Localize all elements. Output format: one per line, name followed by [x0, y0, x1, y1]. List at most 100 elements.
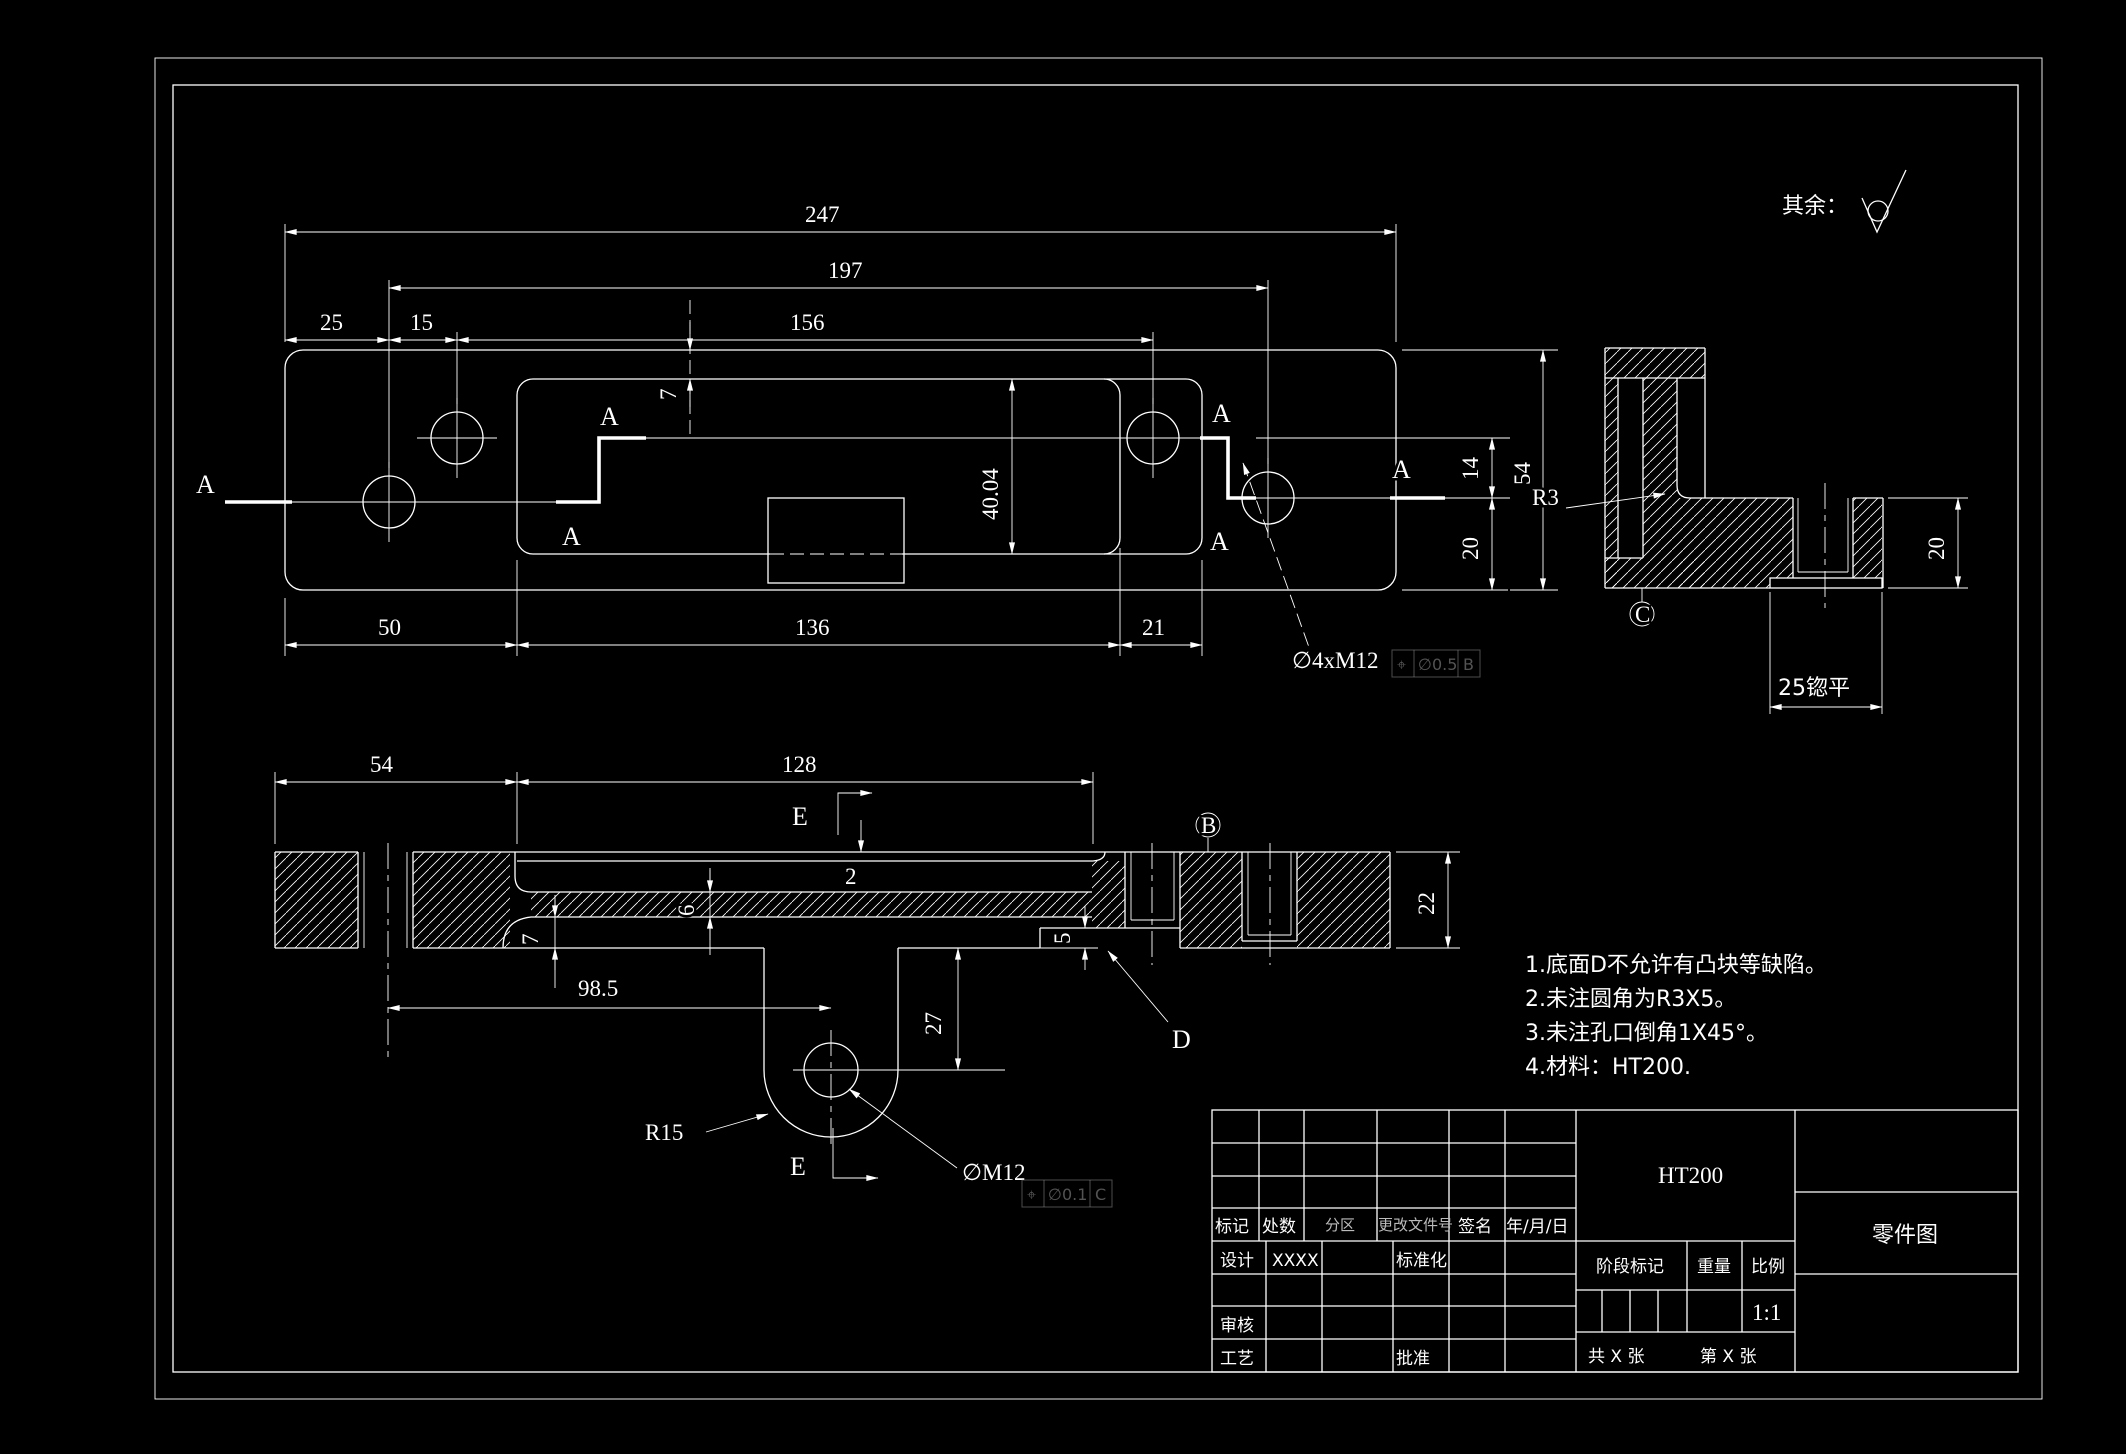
tb-stage-mark: 阶段标记	[1596, 1257, 1664, 1277]
note-2: 2.未注圆角为R3X5。	[1525, 987, 1736, 1012]
surface-finish-label: 其余：	[1782, 194, 1848, 219]
tb-scale-value: 1:1	[1752, 1300, 1781, 1325]
dim-136: 136	[795, 615, 830, 640]
lug-hole-m12	[803, 1042, 859, 1098]
tb-designer: XXXX	[1272, 1251, 1319, 1271]
dim-128: 128	[782, 752, 817, 777]
section-label-a3: A	[562, 522, 581, 551]
tb-mark: 标记	[1215, 1217, 1249, 1237]
label-d: D	[1172, 1025, 1191, 1054]
tolerance-frame-c: ⌖ ∅0.1 C	[1021, 1179, 1113, 1208]
detail-outline	[1604, 347, 1884, 589]
tol-val-b: ∅0.5	[1418, 655, 1457, 674]
dim-7-top: 7	[656, 389, 681, 401]
section-label-a6: A	[1392, 455, 1411, 484]
dim-54-sec: 54	[370, 752, 394, 777]
note-4: 4.材料：HT200.	[1525, 1055, 1691, 1080]
view-e-upper: E	[792, 802, 808, 831]
dim-15: 15	[410, 310, 433, 335]
tb-standardize: 标准化	[1396, 1251, 1447, 1271]
tb-doc-type: 零件图	[1872, 1223, 1938, 1248]
spotface-label: 25锪平	[1778, 676, 1850, 701]
hole-centerlines	[388, 398, 1269, 542]
dim-27: 27	[921, 1012, 946, 1035]
title-block: 标记 处数 分区 更改文件号 签名 年/月/日 设计 XXXX 标准化 审核 工…	[1211, 1109, 2019, 1373]
tol-ref-c: C	[1095, 1185, 1106, 1204]
note-1: 1.底面D不允许有凸块等缺陷。	[1525, 953, 1827, 978]
lug-plan-outline	[767, 497, 905, 584]
detail-hatch	[1605, 348, 1882, 588]
pocket-outline	[516, 378, 1203, 555]
dim-14: 14	[1458, 457, 1483, 481]
section-label-a5: A	[1210, 527, 1229, 556]
tolerance-frame-b: ⌖ ∅0.5 B	[1391, 649, 1481, 678]
section-dimensions: 54 128 E 2 6 7 98.5 27	[274, 750, 1460, 1208]
dim-7-sec: 7	[518, 934, 543, 946]
tb-count: 处数	[1262, 1217, 1296, 1237]
tb-process: 工艺	[1220, 1349, 1254, 1369]
dim-22: 22	[1414, 892, 1439, 915]
section-label-a4: A	[1212, 399, 1231, 428]
section-thread-lines	[363, 852, 1292, 948]
datum-c: C	[1629, 588, 1655, 630]
dim-25: 25	[320, 310, 343, 335]
m12-callout: ∅M12	[962, 1160, 1026, 1185]
dim-21: 21	[1142, 615, 1165, 640]
top-dimensions: 247 197 156 25 15 7 40.04 50 136 21	[284, 200, 1558, 678]
tol-sym-b: ⌖	[1397, 655, 1406, 674]
section-label-a2: A	[600, 402, 619, 431]
tb-weight: 重量	[1697, 1257, 1731, 1277]
dim-98-5: 98.5	[578, 976, 618, 1001]
tb-audit: 审核	[1220, 1316, 1254, 1336]
tb-design: 设计	[1220, 1251, 1254, 1271]
part-body-outline	[284, 349, 1397, 591]
dim-50: 50	[378, 615, 401, 640]
dim-197: 197	[828, 258, 863, 283]
tol-val-c: ∅0.1	[1048, 1185, 1087, 1204]
tol-ref-b: B	[1463, 655, 1474, 674]
tb-date: 年/月/日	[1506, 1217, 1568, 1237]
section-outline	[274, 851, 1391, 1138]
label-r15: R15	[645, 1120, 683, 1145]
sheet-border	[154, 57, 2043, 1400]
surface-finish-icon	[1861, 169, 1907, 234]
technical-notes: 1.底面D不允许有凸块等缺陷。 2.未注圆角为R3X5。 3.未注孔口倒角1X4…	[1525, 953, 1827, 1080]
tb-scale-label: 比例	[1751, 1257, 1785, 1277]
dim-20-detail: 20	[1924, 537, 1949, 560]
tb-sign: 签名	[1458, 1217, 1492, 1237]
dim-6: 6	[674, 905, 699, 917]
surface-finish-note: 其余：	[1782, 169, 1907, 234]
thread-callout: ∅4xM12	[1292, 648, 1379, 673]
section-label-a1: A	[196, 470, 215, 499]
tb-sheet-no: 第 X 张	[1700, 1347, 1756, 1367]
view-e-lower: E	[790, 1152, 806, 1181]
dim-247: 247	[805, 202, 840, 227]
datum-b: B	[1195, 811, 1221, 852]
dim-156: 156	[790, 310, 825, 335]
detail-thread-lines	[1797, 498, 1849, 573]
dim-20-right: 20	[1458, 537, 1483, 560]
datum-c-label: C	[1635, 602, 1650, 627]
dim-2: 2	[845, 864, 857, 889]
section-view: 54 128 E 2 6 7 98.5 27	[274, 750, 1460, 1208]
pocket-step-line	[1103, 378, 1121, 555]
spotface-dim: 25锪平	[1769, 592, 1883, 714]
tol-sym-c: ⌖	[1027, 1185, 1036, 1204]
top-view: A A A A A A 247 197 156 25 15	[194, 200, 1558, 678]
tb-change-doc: 更改文件号	[1378, 1216, 1453, 1234]
dim-5: 5	[1050, 933, 1075, 945]
section-centerlines	[387, 843, 1271, 1150]
detail-view: R3 20 C 25锪平	[1530, 347, 1968, 714]
tb-sheets-total: 共 X 张	[1588, 1347, 1644, 1367]
dim-54-right: 54	[1510, 462, 1535, 486]
section-hatch	[275, 852, 1390, 948]
label-r3: R3	[1532, 485, 1559, 510]
datum-b-label: B	[1201, 813, 1216, 838]
dim-40-04: 40.04	[978, 468, 1003, 520]
tb-zone: 分区	[1325, 1216, 1355, 1234]
tb-approve: 批准	[1396, 1349, 1430, 1369]
note-3: 3.未注孔口倒角1X45°。	[1525, 1021, 1768, 1046]
section-cutting-plane	[225, 436, 1445, 504]
